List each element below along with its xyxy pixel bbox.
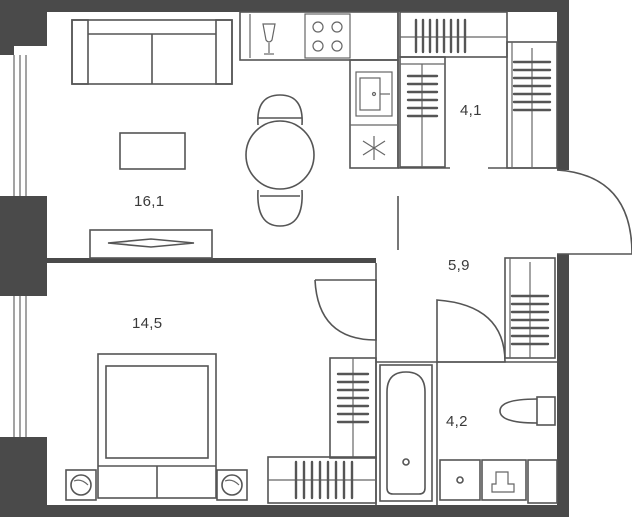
exterior-wall bbox=[0, 437, 47, 517]
snowflake-icon bbox=[362, 136, 386, 160]
kitchen-counter bbox=[239, 11, 399, 61]
sink-icon bbox=[355, 71, 393, 117]
wardrobe-icon bbox=[504, 257, 556, 359]
nightstand-icon bbox=[65, 469, 97, 501]
wall-stub bbox=[0, 258, 14, 264]
toilet-icon bbox=[499, 396, 556, 426]
door-icon bbox=[314, 169, 632, 363]
washing-machine-icon bbox=[481, 459, 527, 501]
tv-stand-icon bbox=[89, 229, 213, 259]
washbasin-icon bbox=[439, 459, 481, 501]
utility-shaft bbox=[527, 459, 558, 504]
wardrobe-icon bbox=[329, 357, 377, 459]
exterior-wall bbox=[0, 196, 47, 296]
coffee-table-icon bbox=[119, 132, 186, 170]
exterior-walls bbox=[0, 0, 569, 517]
room-area-bedroom: 14,5 bbox=[132, 315, 162, 332]
sofa-icon bbox=[71, 19, 233, 85]
bed-icon bbox=[97, 353, 217, 499]
window-icon bbox=[13, 55, 27, 437]
bedroom-partition bbox=[47, 258, 376, 263]
room-area-wardrobe: 4,1 bbox=[460, 102, 482, 119]
wardrobe-icon bbox=[267, 456, 377, 504]
exterior-wall bbox=[0, 254, 569, 517]
room-area-hallway: 5,9 bbox=[448, 257, 470, 274]
room-area-bathroom: 4,2 bbox=[446, 413, 468, 430]
stove-icon bbox=[304, 13, 351, 59]
nightstand-icon bbox=[216, 469, 248, 501]
wardrobe-icon bbox=[399, 11, 558, 169]
dining-table-icon bbox=[245, 94, 315, 227]
kitchen bbox=[239, 11, 399, 169]
wine-glass-icon bbox=[262, 23, 276, 55]
exterior-wall bbox=[0, 0, 569, 170]
room-area-living-room: 16,1 bbox=[134, 193, 164, 210]
exterior-wall bbox=[0, 0, 14, 55]
bathtub-icon bbox=[379, 364, 433, 502]
